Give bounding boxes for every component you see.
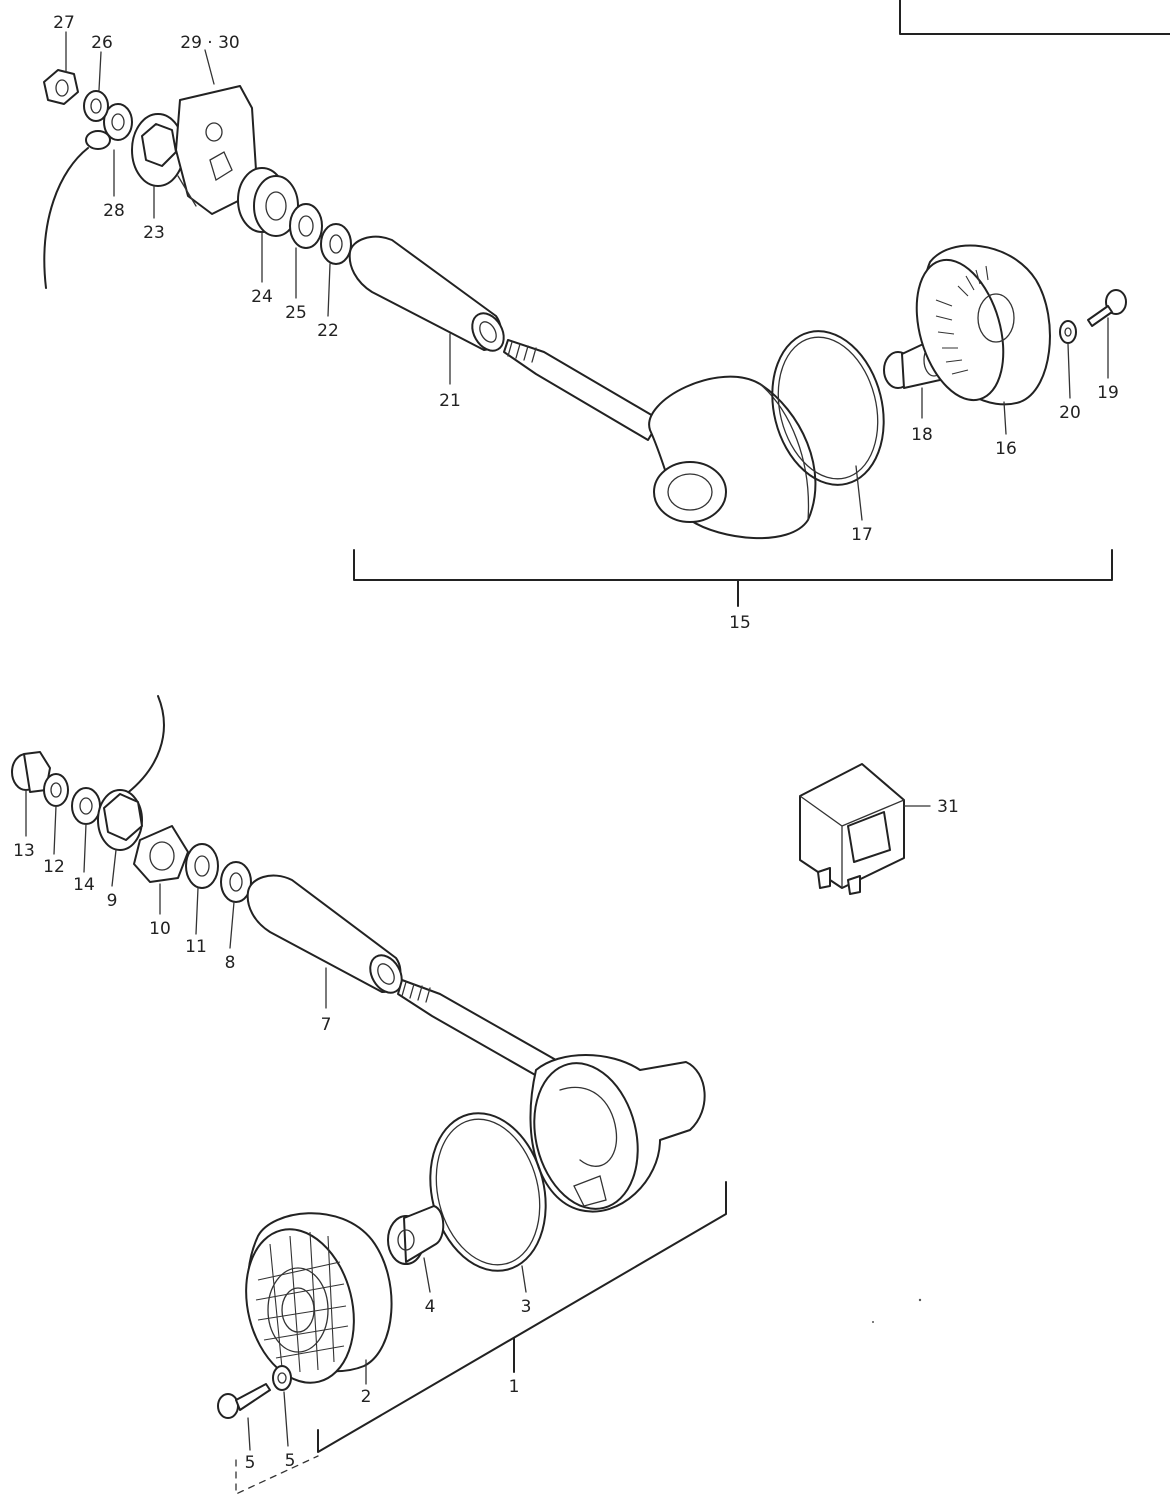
label-11: 11 (185, 937, 207, 957)
housing-upper (648, 375, 817, 539)
group-bracket-1 (317, 1181, 727, 1453)
label-5-screw: 5 (245, 1453, 256, 1473)
label-10: 10 (149, 919, 171, 939)
label-20: 20 (1059, 403, 1081, 423)
collar-10 (133, 825, 189, 883)
wire-upper (43, 147, 89, 289)
bulb-4 (387, 1205, 445, 1265)
label-29-30: 29 · 30 (180, 33, 239, 53)
stem-21 (348, 235, 505, 352)
housing-lower (529, 1054, 706, 1213)
bolt-shaft-upper (503, 339, 661, 441)
label-19: 19 (1097, 383, 1119, 403)
speck (872, 1321, 874, 1323)
nut-23 (131, 113, 185, 187)
label-22: 22 (317, 321, 339, 341)
label-14: 14 (73, 875, 95, 895)
label-27: 27 (53, 13, 75, 33)
label-25: 25 (285, 303, 307, 323)
label-23: 23 (143, 223, 165, 243)
nut-13 (11, 751, 51, 793)
group-bracket-15 (353, 549, 1113, 607)
label-8: 8 (225, 953, 236, 973)
bolt-shaft-lower (397, 979, 557, 1081)
wire-lower (117, 695, 165, 801)
label-3: 3 (521, 1297, 532, 1317)
leader-lines-upper (65, 31, 1109, 521)
label-13: 13 (13, 841, 35, 861)
label-28: 28 (103, 201, 125, 221)
flasher-relay-31 (799, 763, 905, 895)
label-26: 26 (91, 33, 113, 53)
nut-27 (43, 69, 79, 105)
label-16: 16 (995, 439, 1017, 459)
label-24: 24 (251, 287, 273, 307)
washer-11 (185, 843, 219, 889)
label-18: 18 (911, 425, 933, 445)
label-5-washer: 5 (285, 1451, 296, 1471)
screw-5 (217, 1383, 271, 1419)
label-2: 2 (361, 1387, 372, 1407)
washer-26 (83, 90, 109, 122)
terminal-ring-28 (85, 103, 133, 150)
labels-lower: 13 12 14 9 10 11 8 7 4 3 2 1 5 5 31 (13, 797, 959, 1473)
label-17: 17 (851, 525, 873, 545)
lock-washer-22 (320, 223, 352, 265)
washer-12 (43, 773, 69, 807)
label-12: 12 (43, 857, 65, 877)
washer-20 (1059, 320, 1077, 344)
terminal-14 (71, 787, 101, 825)
gasket-17-inner (777, 336, 879, 480)
lens-2 (245, 1212, 393, 1384)
leader-lines-lower (25, 789, 931, 1451)
label-31: 31 (937, 797, 959, 817)
label-7: 7 (321, 1015, 332, 1035)
gasket-17 (771, 330, 885, 486)
screw-19 (1087, 289, 1127, 327)
labels-upper: 27 26 29 · 30 28 23 24 25 22 21 18 17 16… (53, 13, 1119, 633)
label-21: 21 (439, 391, 461, 411)
collar-24 (237, 167, 299, 237)
label-1: 1 (509, 1377, 520, 1397)
lock-washer-8 (220, 861, 252, 903)
speck (918, 1298, 922, 1302)
label-15: 15 (729, 613, 751, 633)
label-9: 9 (107, 891, 118, 911)
stem-7 (246, 874, 403, 994)
label-4: 4 (425, 1297, 436, 1317)
washer-5 (272, 1365, 292, 1391)
lens-16 (915, 244, 1051, 406)
corner-frame (899, 0, 1170, 35)
washer-25 (289, 203, 323, 249)
nut-9 (97, 789, 143, 851)
gasket-3-inner (435, 1118, 541, 1266)
